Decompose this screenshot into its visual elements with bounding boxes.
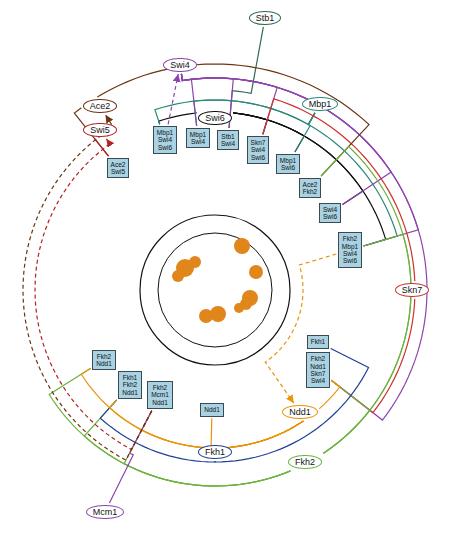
chromatin-dot <box>249 265 263 279</box>
promoter-box: Fkh1 <box>307 335 329 348</box>
node-label: Ace2 <box>90 101 111 112</box>
chromatin-dot <box>172 270 184 282</box>
node-label: Mbp1 Swi4 Swi6 <box>157 129 173 151</box>
promoter-box: Fkh2 Ndd1 <box>92 350 116 371</box>
factor-oval: Stb1 <box>249 11 282 26</box>
node-label: Swi6 <box>205 113 225 124</box>
node-label: Fkh2 Ndd1 Skn7 Swi4 <box>310 355 326 385</box>
node-label: Fkh1 <box>311 338 325 345</box>
node-label: Mbp1 <box>309 99 332 110</box>
node-label: Skn7 <box>402 285 423 296</box>
node-label: Mbp1 Swi4 <box>190 131 206 146</box>
binding-line <box>331 299 415 413</box>
chromatin-dot <box>210 306 226 322</box>
node-label: Fkh2 Mbp1 Swi4 Swi6 <box>342 235 358 265</box>
promoter-box: Ace2 Fkh2 <box>299 178 322 199</box>
node-label: Mcm1 <box>93 507 118 518</box>
binding-line <box>211 418 303 448</box>
node-label: Swi4 Swi6 <box>323 206 337 221</box>
promoter-box: Ndd1 <box>200 403 224 416</box>
binding-line <box>194 100 315 126</box>
binding-line <box>233 113 385 246</box>
binding-line <box>81 368 303 448</box>
binding-line <box>49 368 290 486</box>
node-label: Fkh2 <box>295 457 315 468</box>
chromatin-dot <box>234 238 250 254</box>
node-label: Mbp1 Swi6 <box>280 157 296 172</box>
promoter-box: Mbp1 Swi6 <box>276 154 300 175</box>
binding-line <box>110 400 304 448</box>
nucleus-outline <box>158 233 272 347</box>
binding-line <box>263 99 415 281</box>
binding-line <box>181 74 233 128</box>
binding-line <box>97 64 369 176</box>
factor-oval: Fkh1 <box>198 445 232 460</box>
node-label: Ndd1 <box>289 407 311 418</box>
node-label: Ace2 Swi5 <box>111 161 126 176</box>
promoter-box: Fkh1 Fkh2 Ndd1 <box>118 371 142 399</box>
factor-oval: Swi5 <box>83 123 117 138</box>
factor-oval: Skn7 <box>395 283 430 298</box>
node-label: Ndd1 <box>204 406 220 413</box>
node-label: Fkh2 Mcm1 Ndd1 <box>151 384 169 406</box>
binding-line <box>159 113 197 124</box>
binding-line <box>233 113 363 205</box>
binding-line <box>321 147 411 454</box>
factor-oval: Swi6 <box>198 111 232 126</box>
promoter-box: Ace2 Swi5 <box>107 158 130 179</box>
expression-arrow <box>35 139 152 450</box>
binding-line <box>109 411 151 503</box>
chromatin-dot <box>234 303 244 313</box>
factor-oval: Ace2 <box>83 99 118 114</box>
promoter-box: Swi4 Swi6 <box>319 203 341 224</box>
promoter-box: Skn7 Swi4 Swi6 <box>247 136 270 164</box>
expression-arrow <box>168 74 178 124</box>
binding-line <box>155 100 315 125</box>
binding-line <box>181 74 196 126</box>
node-label: Fkh1 Fkh2 Ndd1 <box>122 374 138 396</box>
node-label: Stb1 <box>256 13 275 24</box>
chromatin-dots <box>172 238 263 323</box>
binding-line <box>215 348 369 462</box>
factor-oval: Mbp1 <box>302 97 339 112</box>
binding-line <box>229 27 263 128</box>
promoter-box: Fkh2 Ndd1 Skn7 Swi4 <box>306 352 330 388</box>
node-label: Swi5 <box>90 125 110 136</box>
binding-line <box>324 234 411 453</box>
node-label: Swi4 <box>170 60 190 71</box>
node-label: Fkh1 <box>205 447 225 458</box>
promoter-box: Fkh2 Mbp1 Swi4 Swi6 <box>338 232 362 268</box>
factor-oval: Ndd1 <box>282 405 318 420</box>
node-label: Stb1 Swi4 <box>221 133 235 148</box>
expression-arrow <box>23 115 152 460</box>
promoter-box: Mbp1 Swi4 Swi6 <box>153 126 177 154</box>
cell-outline <box>140 215 290 365</box>
node-label: Skn7 Swi4 Swi6 <box>251 139 266 161</box>
factor-oval: Swi4 <box>163 58 197 73</box>
factor-oval: Fkh2 <box>288 455 322 470</box>
binding-line <box>181 74 427 420</box>
binding-line <box>181 74 391 205</box>
promoter-box: Stb1 Swi4 <box>217 130 239 151</box>
expression-arrow <box>265 254 336 403</box>
factor-oval: Mcm1 <box>86 505 125 520</box>
node-label: Ace2 Fkh2 <box>303 181 318 196</box>
promoter-box: Mbp1 Swi4 <box>186 128 210 149</box>
node-label: Fkh2 Ndd1 <box>96 353 112 368</box>
binding-line <box>308 113 397 246</box>
promoter-box: Fkh2 Mcm1 Ndd1 <box>147 381 173 409</box>
